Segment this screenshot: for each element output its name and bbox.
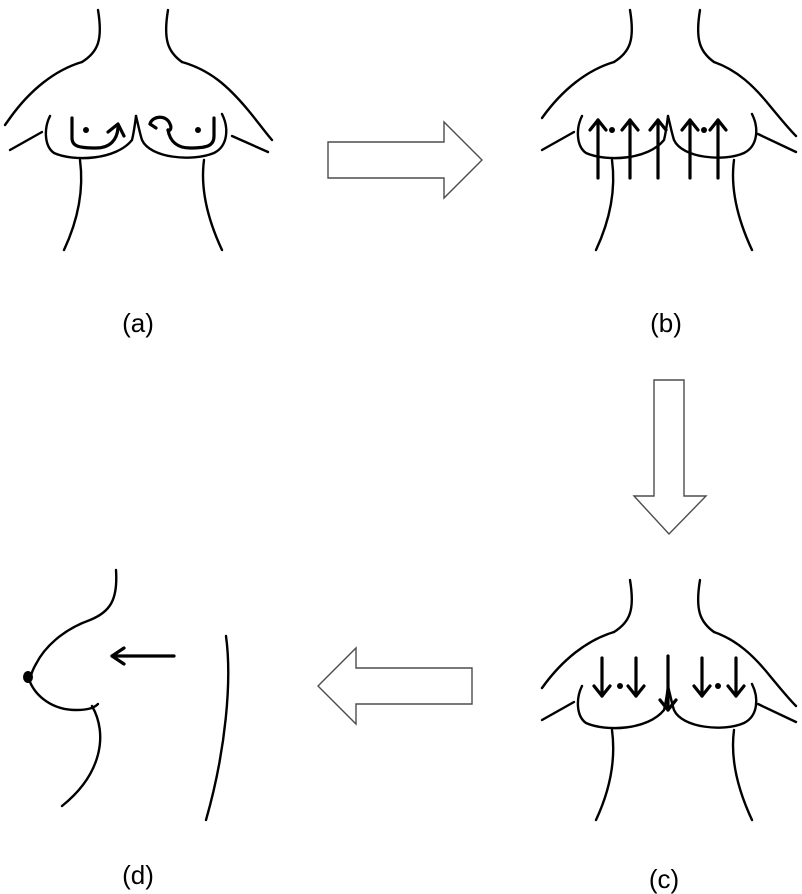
flow-arrow-left — [316, 646, 476, 731]
panel-a-front-view-circular — [0, 0, 290, 290]
panel-label-b: (b) — [650, 308, 682, 338]
panel-label-a: (a) — [122, 308, 154, 338]
panel-c-front-view-downward — [532, 570, 802, 860]
flow-arrow-down — [632, 378, 712, 543]
panel-d-side-view-inward — [0, 560, 290, 850]
panel-label-d: (d) — [122, 860, 154, 890]
panel-b-front-view-upward — [532, 0, 802, 290]
flow-arrow-right — [326, 120, 486, 205]
panel-label-c: (c) — [648, 864, 680, 894]
